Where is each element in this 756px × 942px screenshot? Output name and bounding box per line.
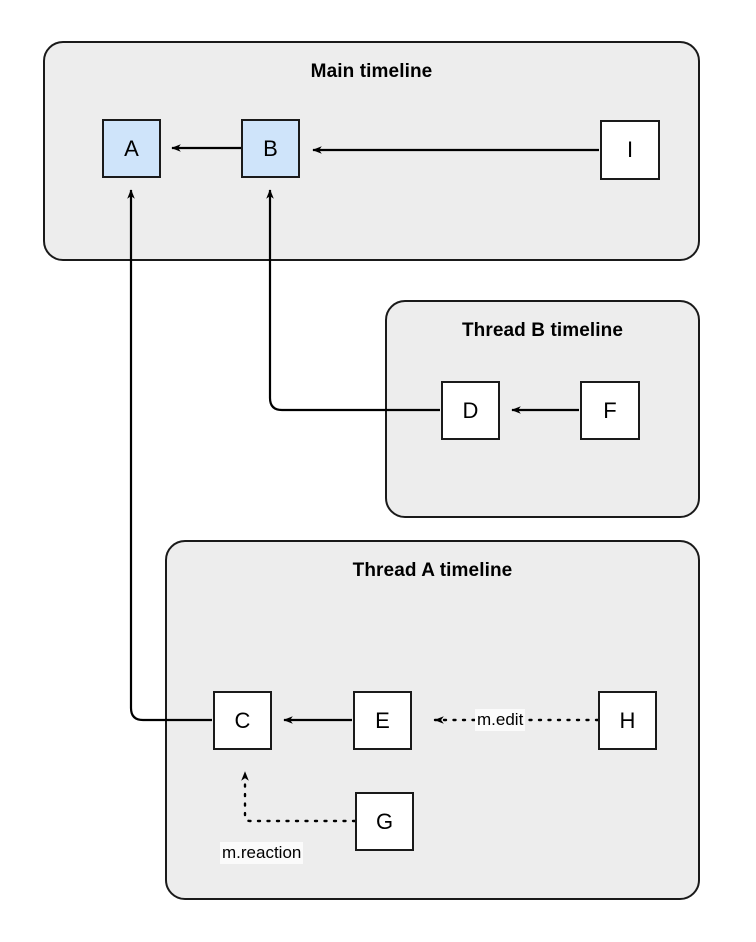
node-i[interactable]: I <box>600 120 660 180</box>
group-thread-b-timeline-title: Thread B timeline <box>461 320 624 341</box>
node-f[interactable]: F <box>580 381 640 440</box>
node-c-label: C <box>234 707 251 733</box>
node-b[interactable]: B <box>241 119 300 178</box>
node-d-label: D <box>462 397 479 423</box>
group-main-timeline-title: Main timeline <box>310 61 433 82</box>
edge-d-to-b <box>266 189 440 412</box>
edge-label-m-edit: m.edit <box>475 709 526 731</box>
node-e[interactable]: E <box>353 691 412 750</box>
edge-c-to-a <box>127 189 212 722</box>
group-thread-a-timeline-title: Thread A timeline <box>352 560 513 581</box>
edge-label-m-reaction: m.reaction <box>220 842 304 864</box>
edge-g-to-c <box>241 770 357 823</box>
node-h-label: H <box>619 707 636 733</box>
node-d[interactable]: D <box>441 381 500 440</box>
node-e-label: E <box>375 707 390 733</box>
node-h[interactable]: H <box>598 691 657 750</box>
node-a-label: A <box>124 135 139 161</box>
node-b-label: B <box>263 135 278 161</box>
node-g[interactable]: G <box>355 792 414 851</box>
node-f-label: F <box>603 397 617 423</box>
node-c[interactable]: C <box>213 691 272 750</box>
node-i-label: I <box>626 137 634 162</box>
node-g-label: G <box>375 808 394 834</box>
node-a[interactable]: A <box>102 119 161 178</box>
